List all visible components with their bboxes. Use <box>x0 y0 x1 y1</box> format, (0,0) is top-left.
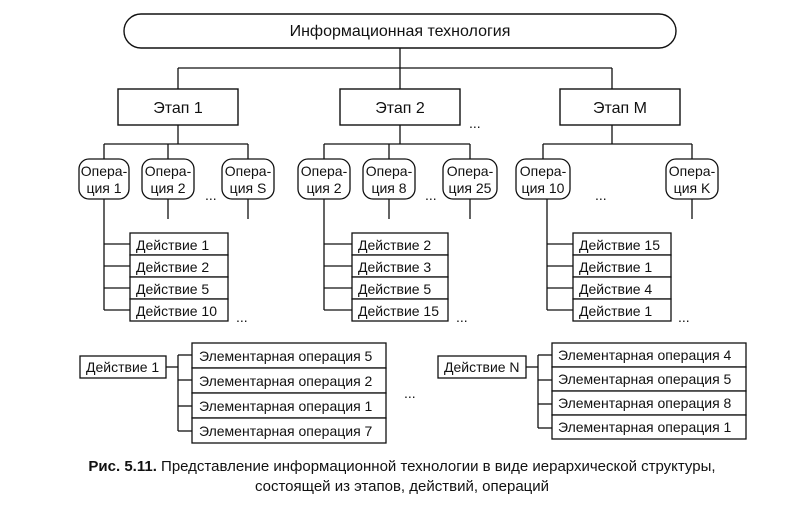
action-label: Действие 5 <box>136 281 209 297</box>
hierarchy-diagram: Информационная технология Этап 1 Этап 2 … <box>78 13 747 444</box>
stage-box <box>339 88 461 126</box>
elementary-label: Элементарная операция 4 <box>558 347 732 363</box>
elementary-box <box>191 342 387 369</box>
operation-node-5: Опера- ция 8 <box>362 158 416 200</box>
operation-line2: ция S <box>230 180 267 196</box>
operation-box <box>515 158 571 200</box>
action-label: Действие 2 <box>136 259 209 275</box>
ellipsis: ... <box>205 187 217 203</box>
operation-line1: Опера- <box>669 163 716 179</box>
ellipsis: ... <box>404 385 416 401</box>
ellipsis: ... <box>678 309 690 325</box>
operation-line1: Опера- <box>520 163 567 179</box>
action-box <box>351 298 449 322</box>
ellipsis: ... <box>456 309 468 325</box>
operation-box <box>221 158 275 200</box>
operation-box <box>442 158 498 200</box>
operation-node-3: Опера- ция S <box>221 158 275 200</box>
stage-box <box>117 88 239 126</box>
caption-label: Рис. 5.11. <box>88 458 157 475</box>
action-label: Действие 15 <box>579 237 660 253</box>
elementary-group-1 <box>191 342 387 444</box>
connectors <box>103 48 693 432</box>
operation-line2: ция 25 <box>449 180 492 196</box>
root-node: Информационная технология <box>123 13 677 49</box>
operation-node-4: Опера- ция 2 <box>297 158 351 200</box>
action-group-3 <box>572 232 672 322</box>
detail-action-label: Действие 1 <box>86 359 159 375</box>
operation-line1: Опера- <box>81 163 128 179</box>
caption-line-2: состоящей из этапов, действий, операций <box>254 478 550 495</box>
stage-box <box>559 88 681 126</box>
operation-line2: ция K <box>674 180 711 196</box>
elementary-label: Элементарная операция 1 <box>199 398 373 414</box>
elementary-box <box>551 414 747 440</box>
caption-text: Представление информационной технологии … <box>161 458 716 475</box>
action-box <box>572 298 672 322</box>
action-box <box>129 298 229 322</box>
operation-line2: ция 2 <box>150 180 185 196</box>
action-label: Действие 4 <box>579 281 652 297</box>
stage-node-m: Этап M <box>559 88 681 126</box>
operation-node-8: Опера- ция K <box>665 158 719 200</box>
action-group-1 <box>129 232 229 322</box>
ellipsis: ... <box>425 187 437 203</box>
action-label: Действие 10 <box>136 303 217 319</box>
stage-label: Этап 2 <box>375 100 425 117</box>
detail-action-box <box>79 355 167 379</box>
elementary-label: Элементарная операция 1 <box>558 419 732 435</box>
operation-line1: Опера- <box>447 163 494 179</box>
operation-line1: Опера- <box>145 163 192 179</box>
operation-line2: ция 10 <box>522 180 565 196</box>
stage-label: Этап 1 <box>153 100 203 117</box>
detail-action-box <box>437 355 527 379</box>
operation-line2: ция 8 <box>371 180 406 196</box>
operation-node-6: Опера- ция 25 <box>442 158 498 200</box>
stage-node-1: Этап 1 <box>117 88 239 126</box>
action-label: Действие 5 <box>358 281 431 297</box>
elementary-box <box>191 417 387 444</box>
action-label: Действие 1 <box>579 259 652 275</box>
elementary-box <box>551 366 747 392</box>
elementary-box <box>191 392 387 419</box>
operation-line2: ция 1 <box>86 180 121 196</box>
detail-action-label: Действие N <box>444 359 520 375</box>
operation-line1: Опера- <box>225 163 272 179</box>
operation-box <box>362 158 416 200</box>
operation-node-7: Опера- ция 10 <box>515 158 571 200</box>
stage-label: Этап M <box>593 100 647 117</box>
elementary-label: Элементарная операция 5 <box>558 371 732 387</box>
figure-caption: Рис. 5.11. Представление информационной … <box>0 457 804 497</box>
operation-box <box>78 158 130 200</box>
caption-line-1: Рис. 5.11. Представление информационной … <box>0 457 804 477</box>
root-label: Информационная технология <box>290 23 511 40</box>
stage-node-2: Этап 2 <box>339 88 461 126</box>
operation-line2: ция 2 <box>306 180 341 196</box>
action-label: Действие 3 <box>358 259 431 275</box>
operation-node-2: Опера- ция 2 <box>141 158 195 200</box>
ellipsis: ... <box>236 309 248 325</box>
action-group-2 <box>351 232 449 322</box>
action-label: Действие 1 <box>579 303 652 319</box>
operation-line1: Опера- <box>301 163 348 179</box>
ellipsis: ... <box>595 187 607 203</box>
operation-box <box>297 158 351 200</box>
ellipsis: ... <box>469 115 481 131</box>
elementary-label: Элементарная операция 5 <box>199 348 373 364</box>
elementary-label: Элементарная операция 8 <box>558 395 732 411</box>
elementary-group-2 <box>551 342 747 440</box>
operation-line1: Опера- <box>366 163 413 179</box>
elementary-label: Элементарная операция 2 <box>199 373 373 389</box>
elementary-label: Элементарная операция 7 <box>199 423 373 439</box>
action-label: Действие 2 <box>358 237 431 253</box>
action-label: Действие 15 <box>358 303 439 319</box>
operation-box <box>665 158 719 200</box>
root-box <box>123 13 677 49</box>
operation-node-1: Опера- ция 1 <box>78 158 130 200</box>
operation-box <box>141 158 195 200</box>
action-label: Действие 1 <box>136 237 209 253</box>
